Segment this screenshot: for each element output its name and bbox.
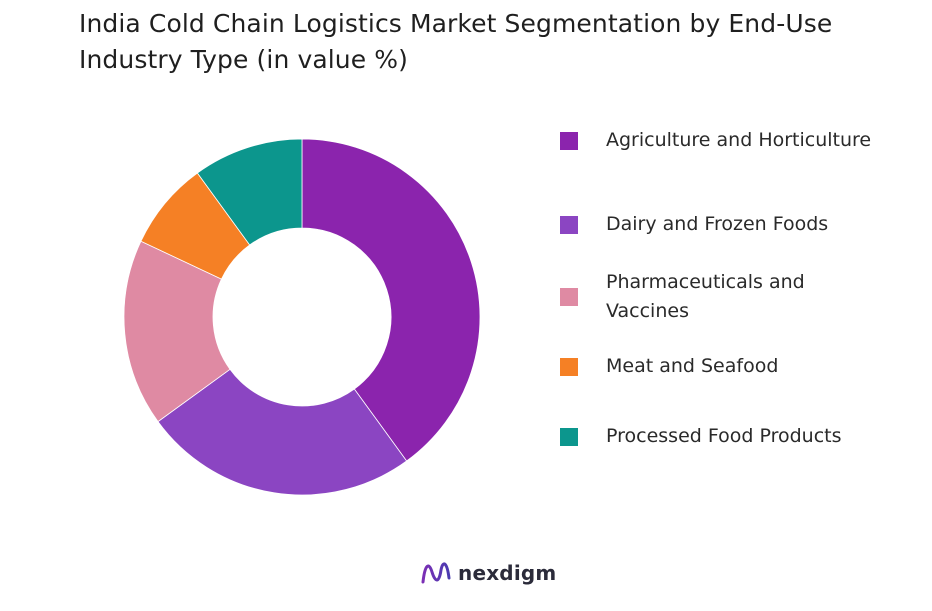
legend-swatch [560,288,578,306]
legend-item: Dairy and Frozen Foods [560,210,900,239]
donut-slice-pharmaceuticals-and-vaccines [123,240,231,423]
legend-item: Meat and Seafood [560,352,900,381]
donut-slice-processed-food-products [196,138,303,246]
legend-swatch [560,357,578,376]
donut-slice-agriculture-and-horticulture [301,138,481,462]
legend-label: Dairy and Frozen Foods [606,213,829,235]
nexdigm-wave-icon [421,562,451,584]
legend-swatch [560,215,578,234]
donut-slice-dairy-and-frozen-foods [157,368,408,496]
legend-label: Agriculture and Horticulture [606,129,872,151]
legend-item: Agriculture and Horticulture [560,126,900,155]
chart-title: India Cold Chain Logistics Market Segmen… [79,9,833,74]
legend-item: Pharmaceuticals and Vaccines [560,268,900,326]
legend-label: Pharmaceuticals and Vaccines [606,271,805,322]
logo-text: nexdigm [458,561,557,585]
legend-item: Processed Food Products [560,422,900,451]
nexdigm-logo: nexdigm [420,558,556,588]
legend-swatch [560,131,578,150]
legend-swatch [560,427,578,446]
legend-label: Meat and Seafood [606,355,779,377]
legend-label: Processed Food Products [606,425,842,447]
